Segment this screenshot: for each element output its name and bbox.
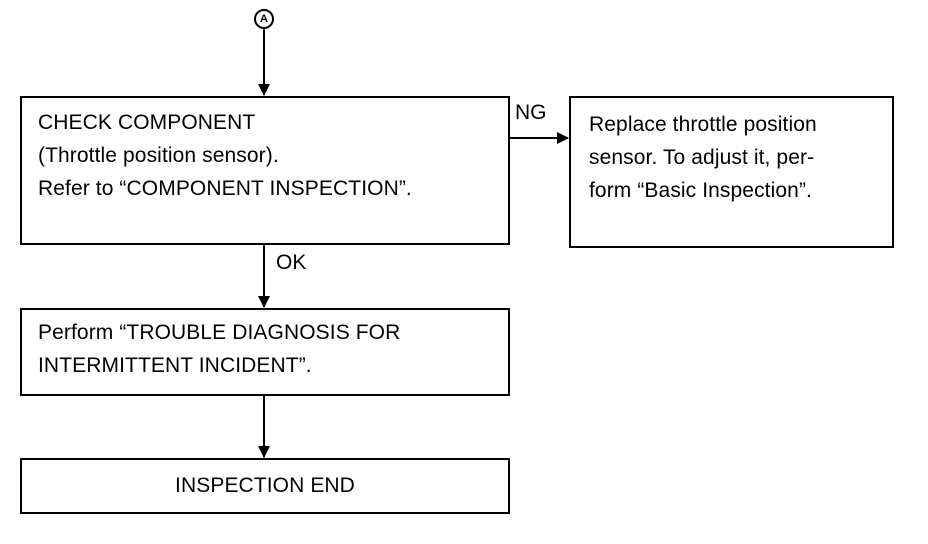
replace-sensor-line2: sensor. To adjust it, per- [589,146,815,169]
ok-label: OK [276,251,307,274]
inspection-end-text: INSPECTION END [175,474,355,497]
check-component-line1: CHECK COMPONENT [38,111,256,134]
check-component-line3: Refer to “COMPONENT INSPECTION”. [38,177,412,200]
replace-sensor-line1: Replace throttle position [589,113,817,136]
connector-a-symbol: A [254,9,274,29]
ng-label: NG [515,101,547,124]
replace-sensor-box: Replace throttle position sensor. To adj… [569,96,894,248]
perform-diagnosis-box: Perform “TROUBLE DIAGNOSIS FOR INTERMITT… [20,308,510,396]
perform-diagnosis-line2: INTERMITTENT INCIDENT”. [38,354,312,377]
check-component-line2: (Throttle position sensor). [38,144,279,167]
connector-label: A [260,12,268,25]
perform-diagnosis-line1: Perform “TROUBLE DIAGNOSIS FOR [38,321,401,344]
check-component-text: CHECK COMPONENT (Throttle position senso… [38,106,412,205]
perform-diagnosis-text: Perform “TROUBLE DIAGNOSIS FOR INTERMITT… [38,316,400,382]
replace-sensor-text: Replace throttle position sensor. To adj… [589,108,817,207]
check-component-box: CHECK COMPONENT (Throttle position senso… [20,96,510,245]
inspection-end-box: INSPECTION END [20,458,510,514]
replace-sensor-line3: form “Basic Inspection”. [589,179,812,202]
